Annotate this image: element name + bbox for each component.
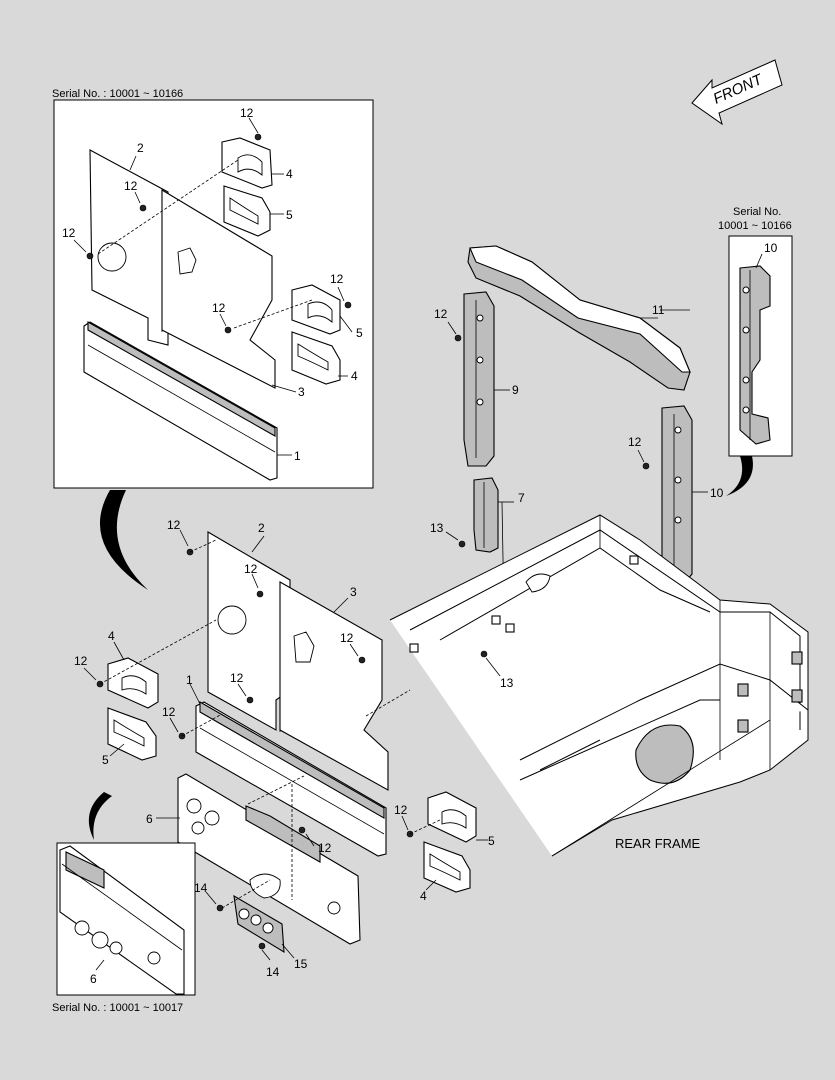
main-bar-1 <box>195 701 387 857</box>
inset-bottom-left-caption: Serial No. : 10001 ~ 10017 <box>52 1002 183 1014</box>
callout-inset-12c: 12 <box>62 226 76 240</box>
inset-plate-3 <box>161 189 276 389</box>
callout-inset-2: 2 <box>137 141 144 155</box>
callout-11: 11 <box>652 303 665 317</box>
callout-main-15: 15 <box>294 957 308 971</box>
callout-main-12c: 12 <box>340 631 354 645</box>
callout-7: 7 <box>518 491 525 505</box>
inset-top-left-caption: Serial No. : 10001 ~ 10166 <box>52 88 183 100</box>
callout-inset-12e: 12 <box>212 301 226 315</box>
inset-top-left: Serial No. : 10001 ~ 10166 <box>52 88 374 489</box>
callout-inset-12a: 12 <box>240 106 254 120</box>
callout-main-3: 3 <box>350 585 357 599</box>
inset-bar-1 <box>83 321 278 481</box>
front-arrow: FRONT <box>691 59 783 126</box>
rear-frame: 13 REAR FRAME <box>389 514 809 857</box>
callout-main-12b: 12 <box>244 562 258 576</box>
callout-main-5b: 5 <box>488 834 495 848</box>
rear-frame-label: REAR FRAME <box>615 836 701 851</box>
block-7: 7 13 <box>430 477 525 617</box>
callout-main-14b: 14 <box>266 965 280 979</box>
callout-m-10: 10 <box>710 486 724 500</box>
callout-main-12g: 12 <box>318 841 332 855</box>
callout-9: 9 <box>512 383 519 397</box>
callout-main-12h: 12 <box>394 803 408 817</box>
callout-inset-5a: 5 <box>286 208 293 222</box>
inset-right-caption-1: Serial No. <box>733 206 781 218</box>
callout-m-13b: 13 <box>500 676 514 690</box>
callout-main-12f: 12 <box>162 705 176 719</box>
callout-bl-6: 6 <box>90 972 97 986</box>
callout-main-6: 6 <box>146 812 153 826</box>
main-plate-2 <box>207 531 291 731</box>
inset-arrow-right <box>726 456 753 496</box>
bracket-9: 12 9 <box>434 291 519 467</box>
callout-main-4b: 4 <box>420 889 427 903</box>
callout-inset-3: 3 <box>298 385 305 399</box>
callout-m-12b: 12 <box>628 435 642 449</box>
callout-main-12e: 12 <box>230 671 244 685</box>
callout-right-10: 10 <box>764 241 778 255</box>
callout-inset-1: 1 <box>294 449 301 463</box>
counterweight-11: 11 <box>467 245 691 391</box>
callout-inset-12d: 12 <box>330 272 344 286</box>
inset-right-caption-2: 10001 ~ 10166 <box>718 220 792 232</box>
inset-right: Serial No. 10001 ~ 10166 10 <box>718 206 793 457</box>
callout-main-4a: 4 <box>108 629 115 643</box>
inset-plate-2 <box>89 149 169 346</box>
inset-arrow-bottom <box>88 792 112 840</box>
callout-inset-12b: 12 <box>124 179 138 193</box>
callout-inset-4b: 4 <box>351 369 358 383</box>
callout-m-12a: 12 <box>434 307 448 321</box>
callout-main-12d: 12 <box>74 654 88 668</box>
main-plate-6 <box>177 773 361 945</box>
callout-main-5a: 5 <box>102 753 109 767</box>
callout-main-12a: 12 <box>167 518 181 532</box>
main-assembly: 12 2 12 3 12 4 12 12 1 12 5 6 12 12 5 4 … <box>74 518 495 979</box>
callout-main-14a: 14 <box>194 881 208 895</box>
callout-main-1: 1 <box>186 673 193 687</box>
inset-bottom-left: 6 Serial No. : 10001 ~ 10017 <box>52 842 196 1014</box>
inset-arrow-top <box>99 490 148 590</box>
callout-inset-5b: 5 <box>356 326 363 340</box>
bracket-10: 12 10 <box>628 405 724 587</box>
callout-inset-4a: 4 <box>286 167 293 181</box>
callout-main-2: 2 <box>258 521 265 535</box>
callout-m-13a: 13 <box>430 521 444 535</box>
inset-part-10 <box>739 265 771 445</box>
